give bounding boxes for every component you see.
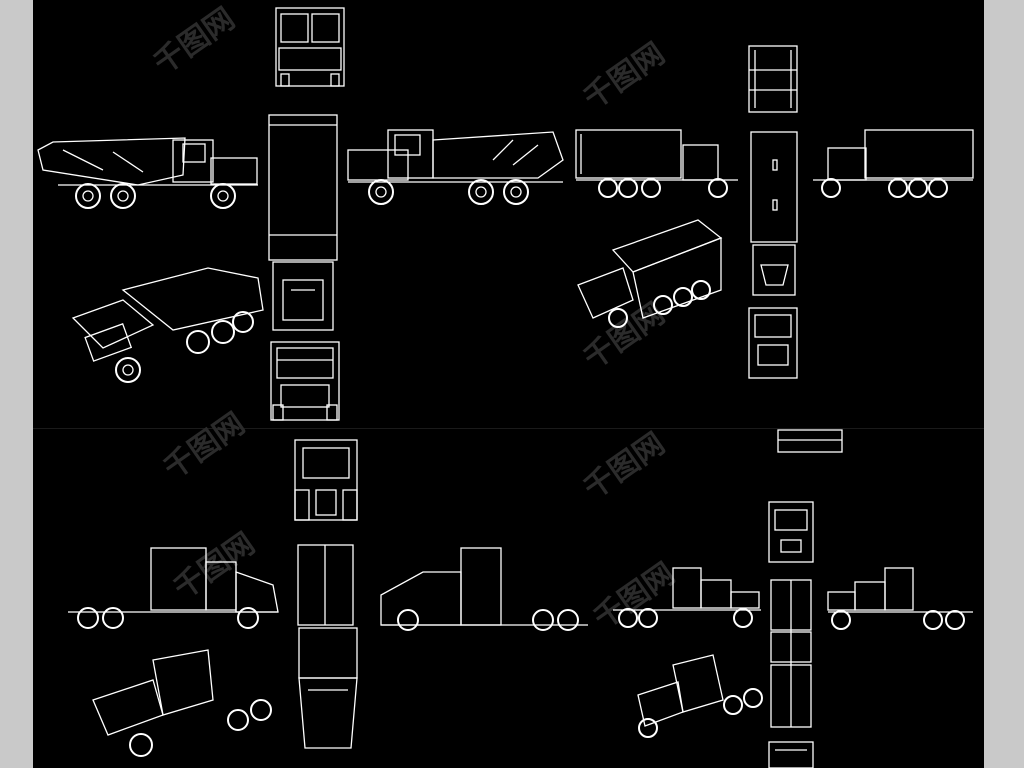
semi-b-iso-view <box>637 654 763 738</box>
dump-truck-side-right <box>347 129 564 205</box>
box-truck-iso-view <box>577 219 723 328</box>
watermark-text: 千图网 <box>578 426 672 506</box>
watermark-text: 千图网 <box>168 526 262 606</box>
dump-truck-front-view <box>275 7 345 87</box>
dump-truck-rear-view <box>270 341 340 421</box>
watermark-text: 千图网 <box>158 406 252 486</box>
semi-a-side-right <box>380 547 588 631</box>
left-border <box>0 0 33 768</box>
semi-b-rear-view <box>768 501 814 563</box>
semi-a-side-left <box>68 547 279 629</box>
dump-truck-iso-view <box>71 267 264 383</box>
cad-canvas: 千图网 千图网 千图网 千图网 千图网 千图网 千图网 <box>33 0 984 768</box>
semi-a-iso-view <box>92 649 272 757</box>
box-truck-side-right <box>813 129 974 198</box>
box-truck-side-left <box>575 129 738 198</box>
dump-truck-side-left <box>37 137 258 209</box>
box-truck-front-view <box>748 307 843 453</box>
semi-b-side-left <box>613 567 761 628</box>
box-truck-top-view <box>750 131 798 296</box>
dump-truck-top-view <box>268 114 338 331</box>
semi-b-side-right <box>827 567 973 630</box>
box-truck-rear-view <box>748 45 798 113</box>
right-border <box>984 0 1024 768</box>
semi-a-top-view <box>297 544 358 749</box>
watermark-text: 千图网 <box>578 296 672 376</box>
semi-b-top-view <box>770 579 812 728</box>
watermark-logo: 千图网 千图网 千图网 千图网 千图网 千图网 千图网 <box>148 1 682 636</box>
semi-b-front-view <box>768 741 814 768</box>
drawing-surface: 千图网 千图网 千图网 千图网 千图网 千图网 千图网 <box>37 1 974 768</box>
watermark-text: 千图网 <box>148 1 242 81</box>
panel-divider <box>33 428 984 429</box>
semi-a-rear-view <box>294 439 358 521</box>
watermark-text: 千图网 <box>578 36 672 116</box>
